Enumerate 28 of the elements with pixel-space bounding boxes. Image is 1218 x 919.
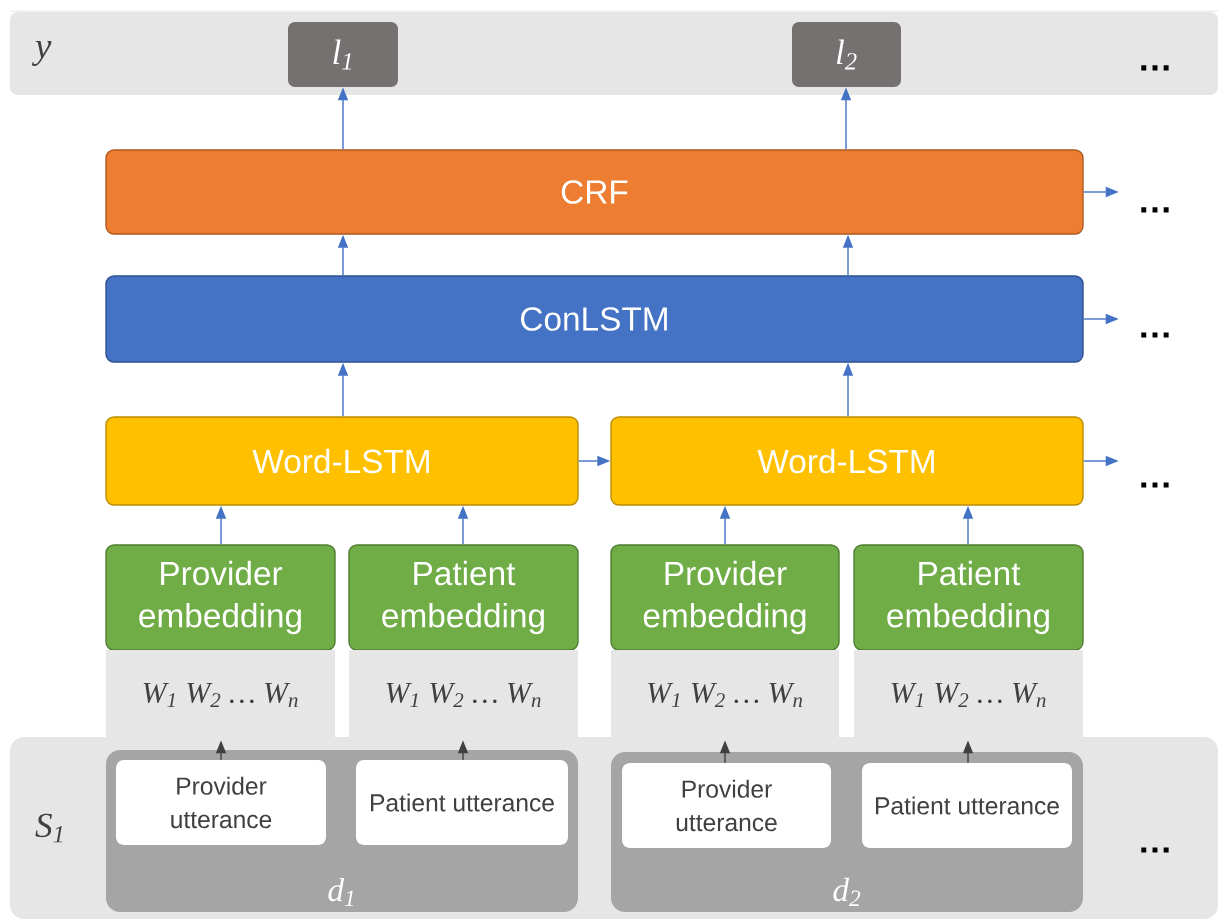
embedding-box: Patient embedding	[853, 544, 1084, 651]
token-column: W$_{1}$ W$_{2}$ … W$_{n}$	[349, 650, 578, 740]
utterance-box: Patient utterance	[862, 763, 1072, 848]
ellipsis: …	[1141, 207, 1169, 213]
label-box: l$_{1}$	[288, 22, 398, 87]
ellipsis: …	[1141, 65, 1169, 71]
utterance-box: Patient utterance	[356, 760, 568, 845]
node-label: W$_{1}$ W$_{2}$ … W$_{n}$	[891, 682, 1046, 708]
layer-box: Word-LSTM	[105, 416, 579, 506]
label-box: l$_{2}$	[792, 22, 901, 87]
ellipsis: …	[1141, 332, 1169, 338]
node-label: W$_{1}$ W$_{2}$ … W$_{n}$	[648, 682, 803, 708]
utterance-box: Provider utterance	[622, 763, 831, 848]
node-label: W$_{1}$ W$_{2}$ … W$_{n}$	[143, 682, 298, 708]
embedding-box: Provider embedding	[610, 544, 840, 651]
ellipsis: …	[1141, 482, 1169, 488]
layer-box: Word-LSTM	[610, 416, 1084, 506]
token-column: W$_{1}$ W$_{2}$ … W$_{n}$	[611, 650, 839, 740]
node-label: W$_{1}$ W$_{2}$ … W$_{n}$	[386, 682, 541, 708]
layer-box: ConLSTM	[105, 275, 1084, 363]
utterance-box: Provider utterance	[116, 760, 326, 845]
ellipsis: …	[1141, 847, 1169, 853]
embedding-box: Provider embedding	[105, 544, 336, 651]
layer-box: CRF	[105, 149, 1084, 235]
token-column: W$_{1}$ W$_{2}$ … W$_{n}$	[854, 650, 1083, 740]
token-column: W$_{1}$ W$_{2}$ … W$_{n}$	[106, 650, 335, 740]
node-label: S$_{1}$	[35, 813, 63, 843]
embedding-box: Patient embedding	[348, 544, 579, 651]
